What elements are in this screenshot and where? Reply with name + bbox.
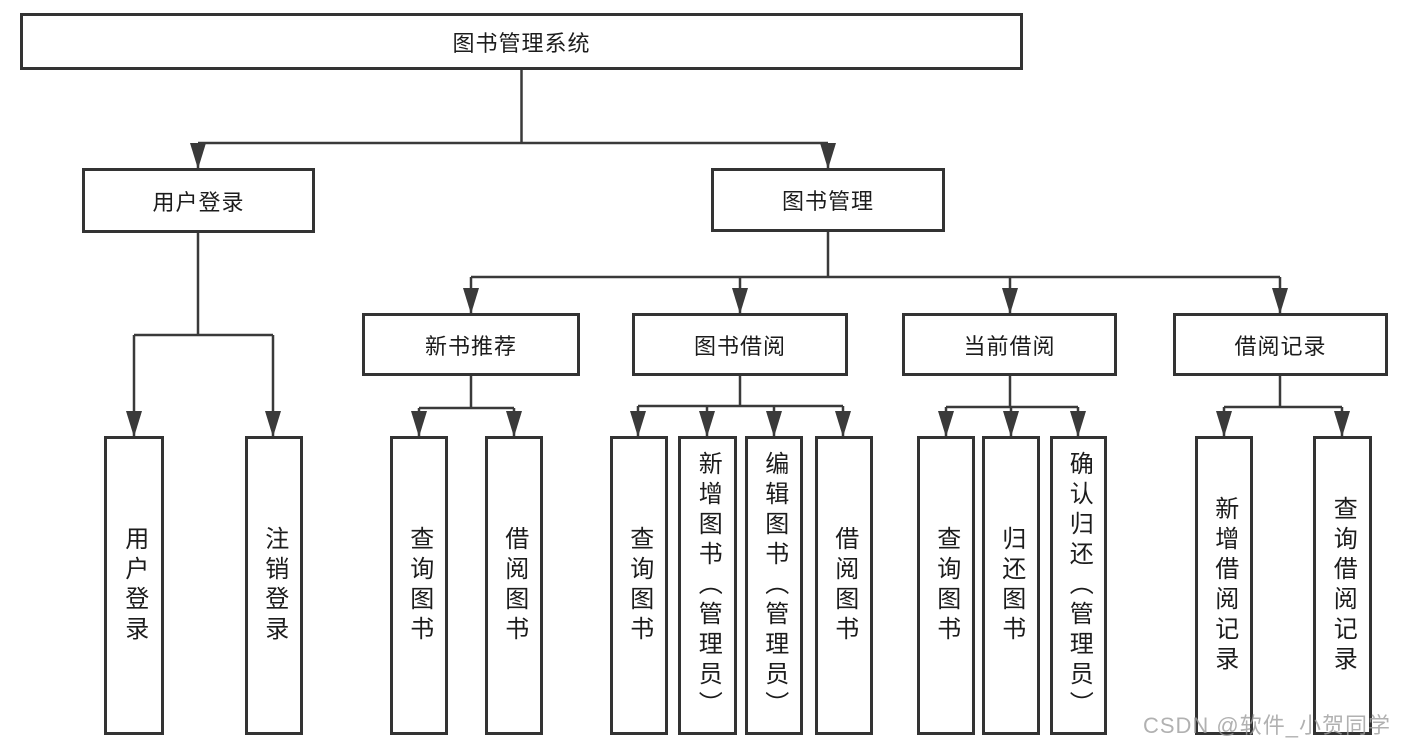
leaf-records-query-record: 查询借阅记录: [1313, 436, 1372, 735]
leaf-borrow-borrow-books: 借阅图书: [815, 436, 873, 735]
leaf-borrow-edit-books-admin: 编辑图书（管理员）: [745, 436, 803, 735]
leaf-current-confirm-return-admin: 确认归还（管理员）: [1050, 436, 1107, 735]
leaf-records-add-record: 新增借阅记录: [1195, 436, 1253, 735]
leaf-newbook-query-books: 查询图书: [390, 436, 448, 735]
node-user-login: 用户登录: [82, 168, 315, 233]
leaf-current-return-books: 归还图书: [982, 436, 1040, 735]
leaf-current-query-books: 查询图书: [917, 436, 975, 735]
leaf-borrow-add-books-admin: 新增图书（管理员）: [678, 436, 737, 735]
csdn-watermark: CSDN @软件_小贺同学: [1142, 713, 1391, 738]
node-current-borrowing: 当前借阅: [902, 313, 1117, 376]
node-book-management: 图书管理: [711, 168, 945, 232]
leaf-logout: 注销登录: [245, 436, 303, 735]
leaf-borrow-query-books: 查询图书: [610, 436, 668, 735]
node-new-book-recommendation: 新书推荐: [362, 313, 580, 376]
leaf-user-login: 用户登录: [104, 436, 164, 735]
node-borrowing-records: 借阅记录: [1173, 313, 1388, 376]
leaf-newbook-borrow-books: 借阅图书: [485, 436, 543, 735]
node-book-borrowing: 图书借阅: [632, 313, 848, 376]
node-library-management-system: 图书管理系统: [20, 13, 1023, 70]
